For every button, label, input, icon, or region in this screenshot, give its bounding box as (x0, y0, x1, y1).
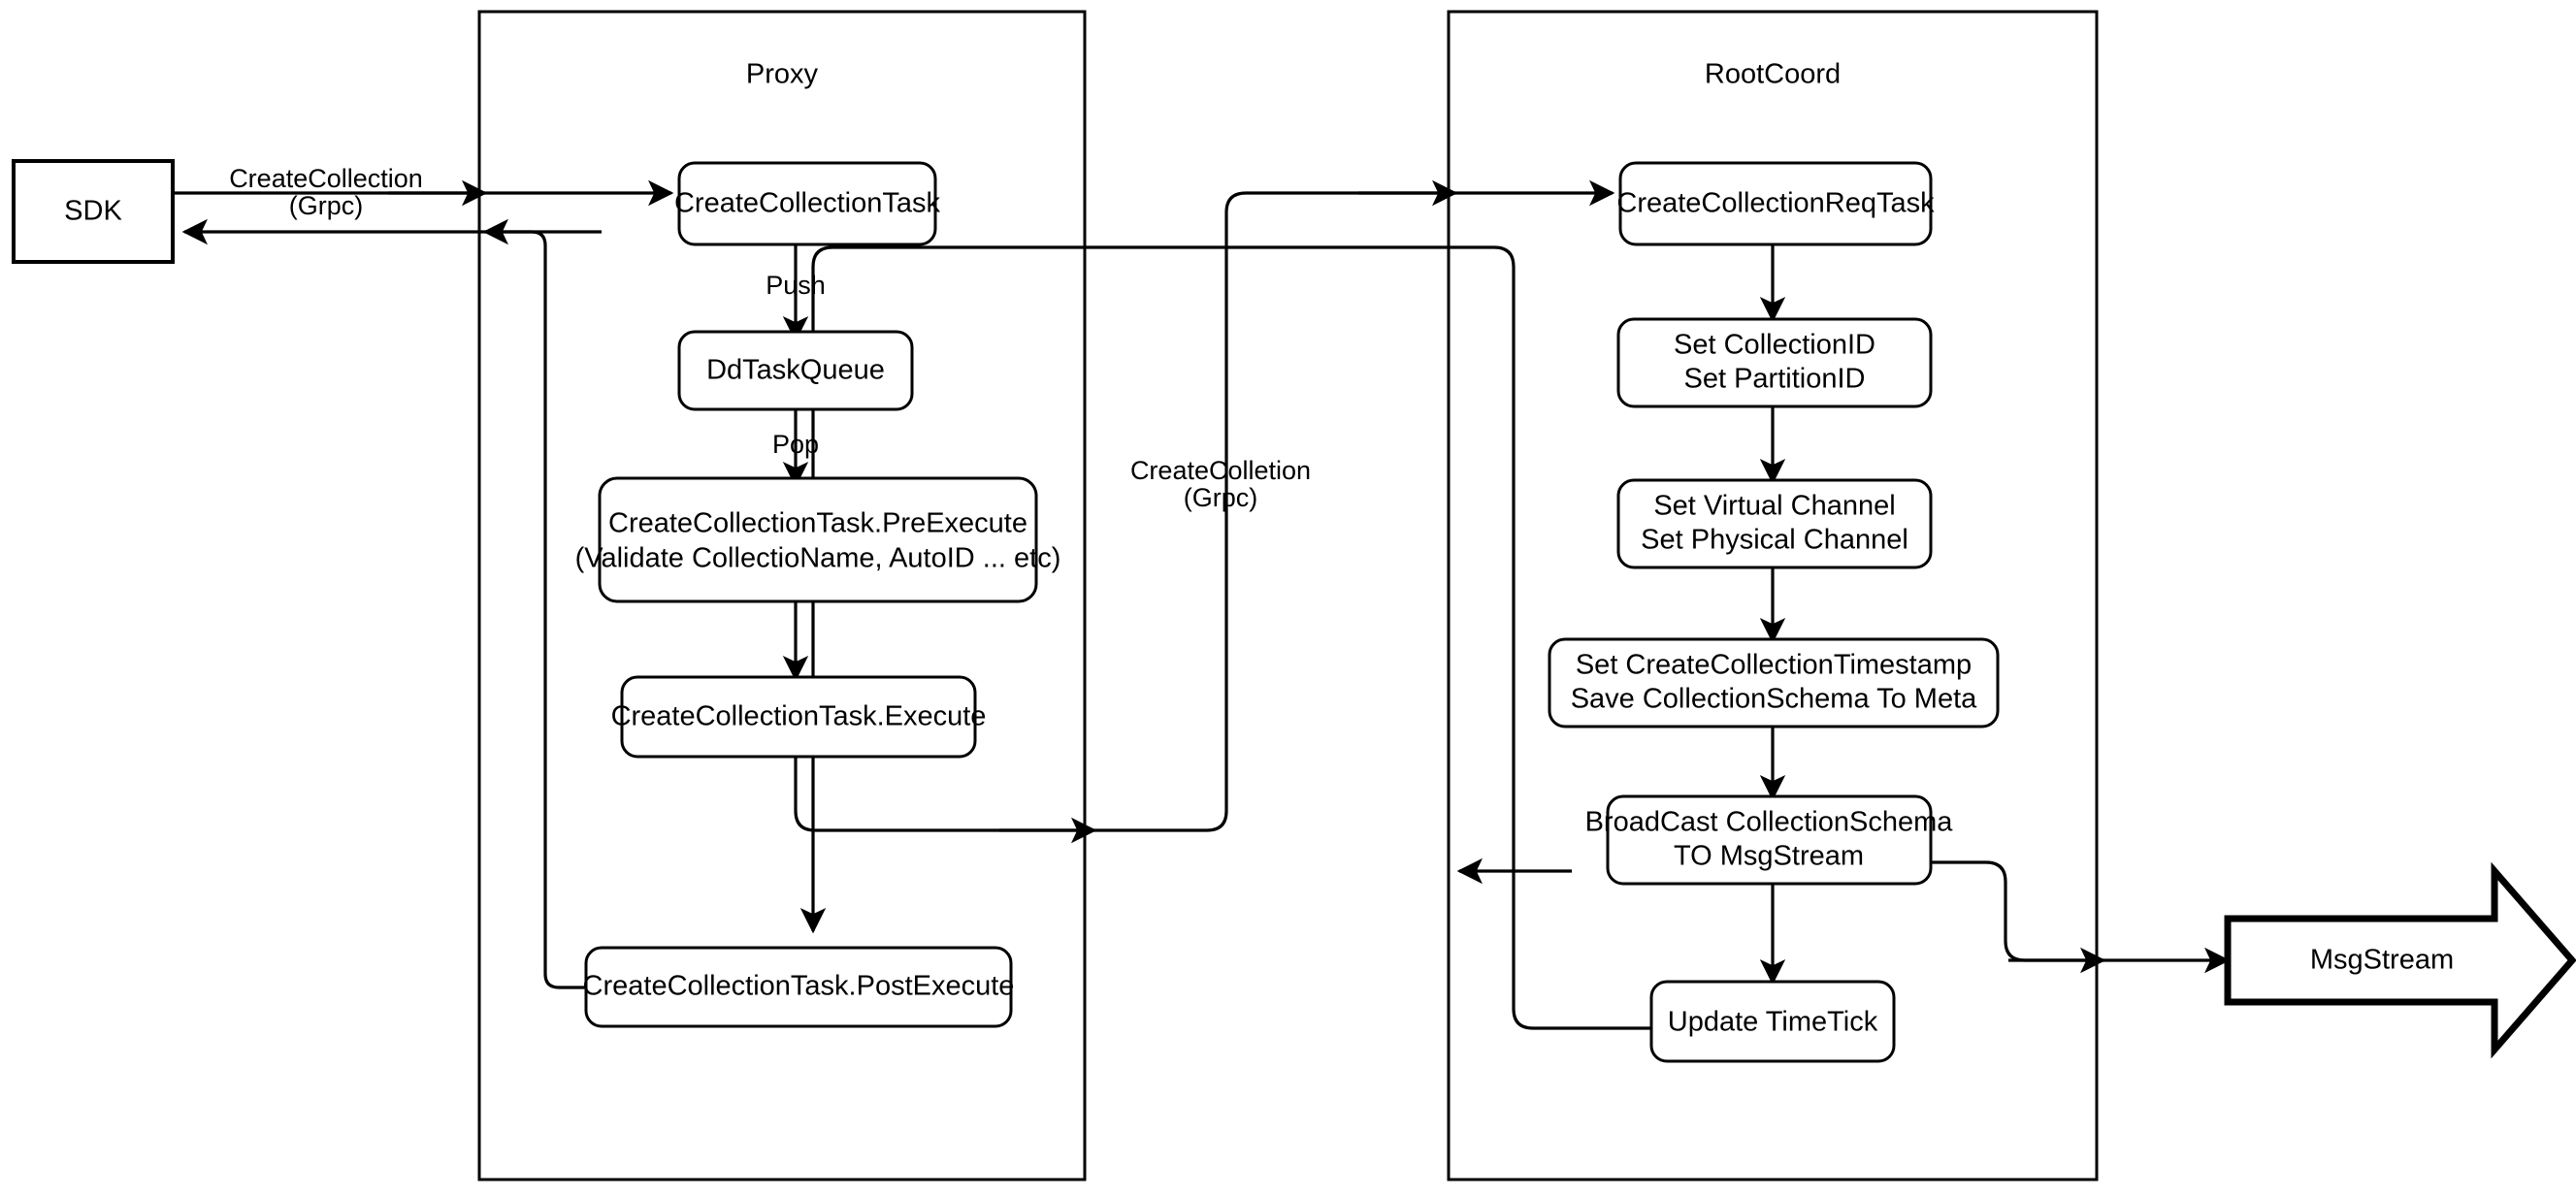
node-broadcast[interactable]: BroadCast CollectionSchema TO MsgStream (1585, 794, 1954, 886)
pre-execute-label-line1: CreateCollectionTask.PreExecute (608, 508, 1027, 539)
edge-label-createcollection-line2: (Grpc) (289, 191, 364, 220)
sdk-label: SDK (64, 196, 122, 227)
save-meta-label-line2: Save CollectionSchema To Meta (1571, 684, 1977, 715)
update-timetick-box[interactable] (1649, 980, 1896, 1063)
dd-task-queue-label: DdTaskQueue (706, 355, 885, 386)
msgstream-arrow-shape[interactable] (2224, 861, 2576, 1059)
node-update-timetick[interactable]: Update TimeTick (1649, 980, 1896, 1063)
edge-label-push: Push (766, 271, 826, 300)
broadcast-label-line2: TO MsgStream (1674, 841, 1864, 872)
pre-execute-box[interactable] (598, 476, 1038, 603)
node-set-ids[interactable]: Set CollectionID Set PartitionID (1616, 317, 1933, 408)
set-channels-label-line1: Set Virtual Channel (1653, 491, 1895, 522)
update-timetick-label: Update TimeTick (1668, 1007, 1878, 1038)
dd-task-queue-box[interactable] (677, 330, 914, 411)
post-execute-label: CreateCollectionTask.PostExecute (583, 971, 1015, 1002)
edge-label-grpc-line2: (Grpc) (1184, 483, 1258, 512)
create-collection-task-box[interactable] (677, 161, 937, 246)
create-collection-task-label: CreateCollectionTask (674, 188, 941, 219)
set-channels-box[interactable] (1616, 478, 1933, 569)
node-create-collection-req-task[interactable]: CreateCollectionReqTask (1616, 161, 1935, 246)
set-ids-label-line2: Set PartitionID (1684, 364, 1866, 395)
set-ids-box[interactable] (1616, 317, 1933, 408)
edge-rootcoord-to-proxy-response (799, 245, 1654, 1030)
node-create-collection-task[interactable]: CreateCollectionTask (674, 161, 941, 246)
edge-label-pop: Pop (772, 430, 819, 459)
create-collection-req-task-box[interactable] (1618, 161, 1933, 246)
node-execute[interactable]: CreateCollectionTask.Execute (611, 675, 987, 759)
pre-execute-label-line2: (Validate CollectioName, AutoID ... etc) (575, 543, 1061, 574)
execute-label: CreateCollectionTask.Execute (611, 701, 987, 732)
node-dd-task-queue[interactable]: DdTaskQueue (677, 330, 914, 411)
node-msgstream[interactable]: MsgStream (2224, 861, 2576, 1059)
post-execute-box[interactable] (584, 946, 1013, 1028)
sdk-box[interactable] (12, 159, 175, 264)
create-collection-req-task-label: CreateCollectionReqTask (1616, 188, 1935, 219)
rootcoord-title: RootCoord (1705, 59, 1841, 90)
proxy-title: Proxy (746, 59, 819, 90)
broadcast-label-line1: BroadCast CollectionSchema (1585, 807, 1954, 838)
node-sdk[interactable]: SDK (12, 159, 175, 264)
node-set-channels[interactable]: Set Virtual Channel Set Physical Channel (1616, 478, 1933, 569)
set-channels-label-line2: Set Physical Channel (1641, 525, 1908, 556)
edge-label-grpc-line1: CreateColletion (1130, 456, 1311, 485)
set-ids-label-line1: Set CollectionID (1674, 330, 1875, 361)
node-post-execute[interactable]: CreateCollectionTask.PostExecute (583, 946, 1015, 1028)
broadcast-box[interactable] (1606, 794, 1933, 886)
node-pre-execute[interactable]: CreateCollectionTask.PreExecute (Validat… (575, 476, 1061, 603)
save-meta-label-line1: Set CreateCollectionTimestamp (1576, 650, 1972, 681)
edge-proxy-to-rootcoord-request (794, 179, 1615, 832)
save-meta-box[interactable] (1548, 637, 2000, 728)
execute-box[interactable] (620, 675, 977, 759)
node-save-meta[interactable]: Set CreateCollectionTimestamp Save Colle… (1548, 637, 2000, 728)
edge-label-createcollection-line1: CreateCollection (229, 164, 423, 193)
msgstream-label: MsgStream (2310, 945, 2454, 976)
